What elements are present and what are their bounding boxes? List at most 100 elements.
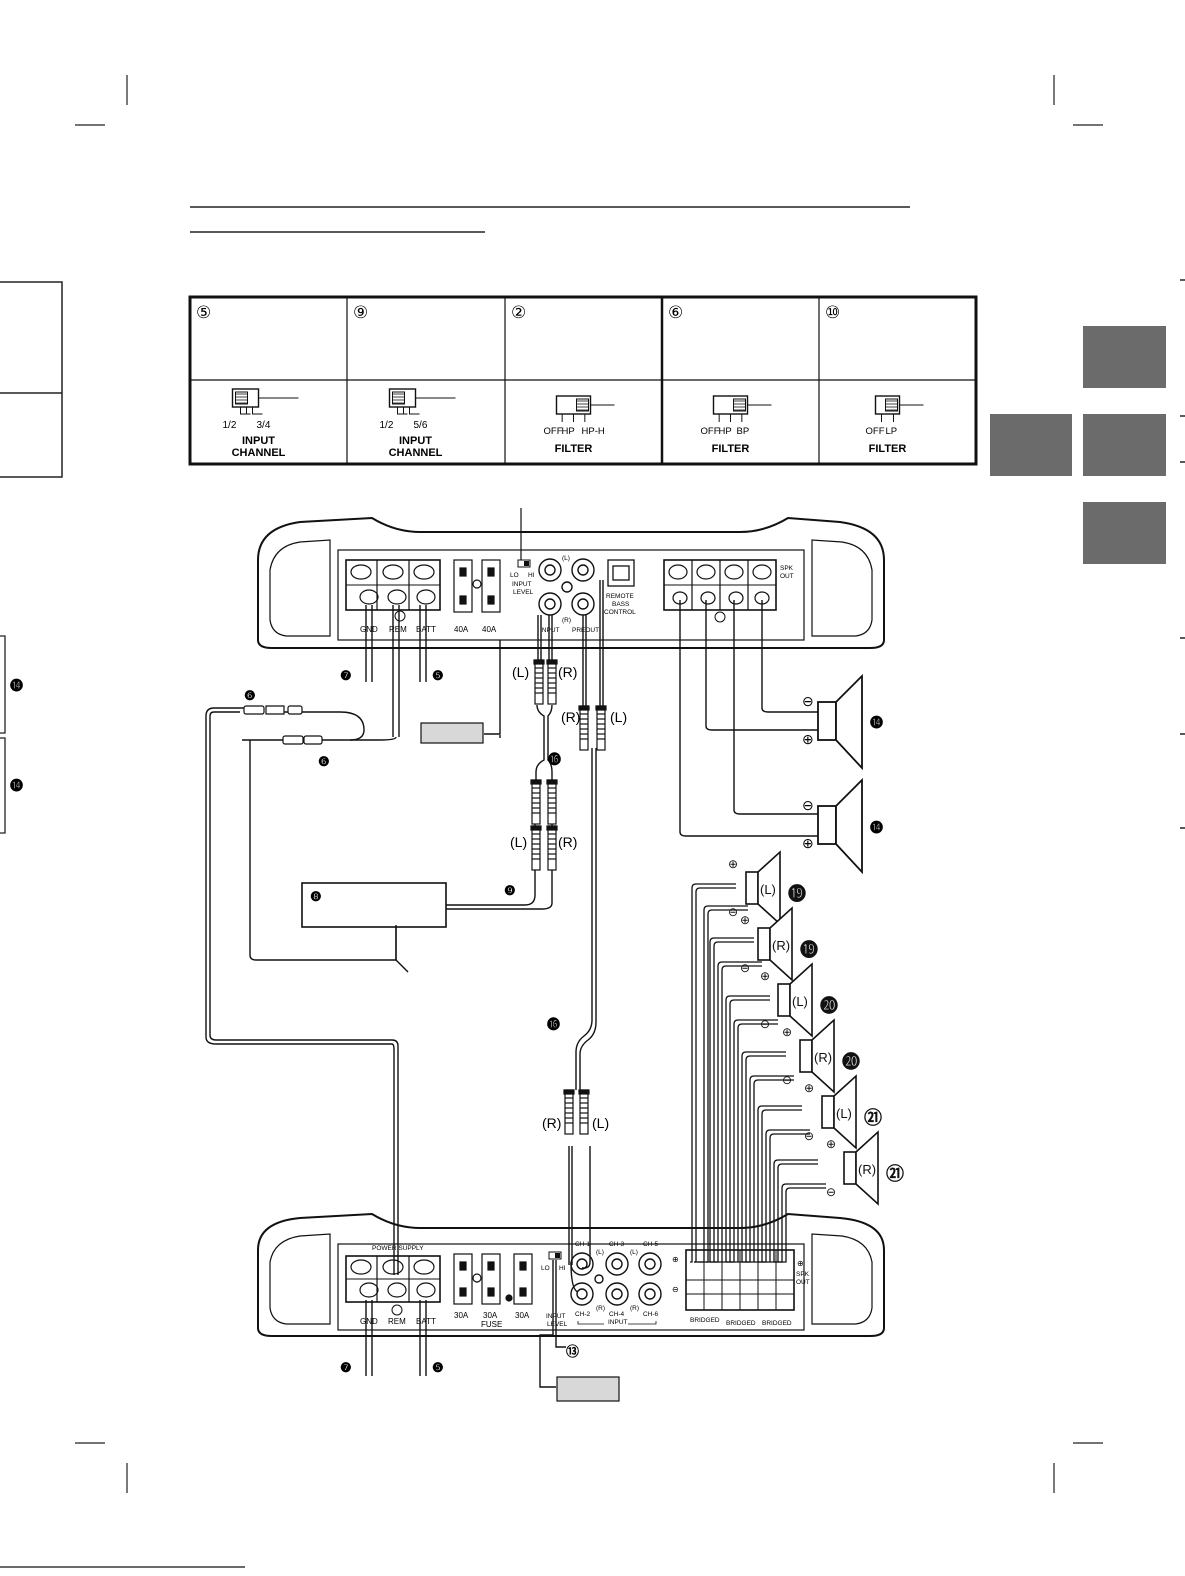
left-callout-14-b: ⓮ (10, 778, 23, 793)
woofer-1 (817, 673, 863, 771)
speaker-callout: ⓳ (800, 939, 818, 961)
speaker-minus: ⊖ (740, 961, 750, 975)
wiring (205, 580, 818, 1388)
switch-caption: INPUT (242, 435, 275, 447)
small-speakers: (L)⊕⊖⓳(R)⊕⊖⓳(L)⊕⊖⓴(R)⊕⊖⓴(L)⊕⊖㉑(R)⊕⊖㉑ (728, 850, 904, 1206)
callout-7-amp1: ❼ (340, 668, 352, 683)
amp2-ch5-l: (L) (630, 1249, 638, 1256)
callout-8: ❽ (310, 889, 322, 904)
switch-position-label: 5/6 (414, 420, 428, 431)
rca-label-l-1: (L) (512, 664, 529, 680)
switch-position-label: 1/2 (380, 420, 394, 431)
amp2-ch2-r: (R) (596, 1305, 605, 1312)
woofer-1-callout: ⓮ (870, 715, 883, 730)
amp1-rca-l: (L) (562, 555, 570, 562)
amp2-out-label: OUT (796, 1279, 810, 1286)
amp1-speaker-terminal (663, 559, 777, 623)
speaker-minus: ⊖ (782, 1073, 792, 1087)
inline-connectors (243, 705, 323, 745)
woofer-2-plus: ⊕ (802, 835, 814, 851)
callout-16-upper: ⓰ (548, 752, 561, 767)
switch-position-label: LP (886, 426, 898, 437)
switch-number-4: ⑥ (668, 303, 683, 322)
switch-position-label: OFF (544, 426, 563, 437)
speaker-channel-label: (R) (814, 1050, 832, 1065)
speaker-plus: ⊕ (760, 969, 770, 983)
speaker-plus: ⊕ (740, 913, 750, 927)
right-side-tabs (990, 326, 1166, 564)
speaker-minus: ⊖ (804, 1129, 814, 1143)
switch-icon (388, 388, 456, 415)
speaker-plus: ⊕ (728, 857, 738, 871)
amp2-ch5: CH-5 (643, 1241, 659, 1248)
callout-16-lower: ⓰ (547, 1017, 560, 1032)
switch-icon (555, 395, 615, 422)
speaker-1 (745, 850, 781, 926)
rca-plug (563, 1089, 575, 1135)
switch-caption: FILTER (869, 443, 907, 455)
rca-plug (530, 779, 542, 825)
amp1-input-label: INPUT (540, 627, 560, 634)
source-unit-box (301, 882, 447, 928)
amp1-power-terminal (345, 559, 441, 622)
speaker-minus: ⊖ (728, 905, 738, 919)
amp1-fuse-label-1: 40A (454, 625, 469, 634)
amp2-ch3: CH-3 (609, 1241, 625, 1248)
amp2-ch6: CH-6 (643, 1311, 659, 1318)
rca-plugs (530, 659, 607, 1135)
amp2-rca-jacks (570, 1252, 662, 1306)
amp2-fuse-label-2: 30A (483, 1311, 498, 1320)
left-edge-marks (0, 635, 6, 834)
switch-position-label: HP (719, 426, 732, 437)
callout-5-amp2: ❺ (432, 1360, 444, 1375)
woofer-2-callout: ⓮ (870, 820, 883, 835)
speaker-5 (821, 1074, 857, 1150)
callout-6-top: ❻ (244, 688, 256, 703)
callout-7-amp2: ❼ (340, 1360, 352, 1375)
amp2-fuse-word: FUSE (481, 1320, 502, 1329)
woofer-1-plus: ⊕ (802, 731, 814, 747)
switch-position-label: OFF (701, 426, 720, 437)
rca-plug (546, 825, 558, 871)
switch-caption: INPUT (399, 435, 432, 447)
switch-caption: CHANNEL (232, 447, 286, 459)
amp2-rem-label: REM (388, 1317, 406, 1326)
amp2-input-bracket-r (628, 1321, 657, 1325)
amp2-level-lo: LO (541, 1265, 550, 1272)
left-callout-14-a: ⓮ (10, 678, 23, 693)
woofer-1-minus: ⊖ (802, 693, 814, 709)
speaker-plus: ⊕ (826, 1137, 836, 1151)
amp2-level-label2: LEVEL (547, 1321, 568, 1328)
speaker-channel-label: (L) (836, 1106, 852, 1121)
rca-label-l-3: (L) (510, 834, 527, 850)
switch-number-3: ② (511, 303, 526, 322)
speaker-plus: ⊕ (782, 1025, 792, 1039)
amp2-ch2: CH-2 (575, 1311, 591, 1318)
speaker-callout: ㉑ (864, 1107, 882, 1129)
amp2-power-terminal (345, 1255, 441, 1316)
amp2-input-label: INPUT (608, 1319, 628, 1326)
amp2-ch1-l: (L) (596, 1249, 604, 1256)
amp2-input-level-switch (548, 1251, 562, 1260)
rca-plug (546, 779, 558, 825)
left-side-tab (0, 281, 63, 478)
amp1-level-label2: LEVEL (513, 589, 534, 596)
rca-label-r-3: (R) (558, 834, 577, 850)
amp1-fuses (453, 559, 501, 613)
switch-icon (712, 395, 772, 422)
amp2-speaker-terminal (685, 1249, 795, 1311)
switch-number-1: ⑤ (196, 303, 211, 322)
speaker-2 (757, 906, 793, 982)
switch-icon (874, 395, 924, 422)
speaker-minus: ⊖ (760, 1017, 770, 1031)
switch-position-label: 3/4 (257, 420, 271, 431)
amp2-bridged-1: BRIDGED (690, 1317, 720, 1324)
amp2-fuse-label-3: 30A (515, 1311, 530, 1320)
switch-number-5: ⑩ (825, 303, 840, 322)
amp2-bridged-3: BRIDGED (762, 1320, 792, 1327)
amp2-bridged-2: BRIDGED (726, 1320, 756, 1327)
switch-caption: FILTER (555, 443, 593, 455)
amp2-level-box (556, 1376, 620, 1402)
switch-position-label: 1/2 (223, 420, 237, 431)
speaker-6 (843, 1130, 879, 1206)
